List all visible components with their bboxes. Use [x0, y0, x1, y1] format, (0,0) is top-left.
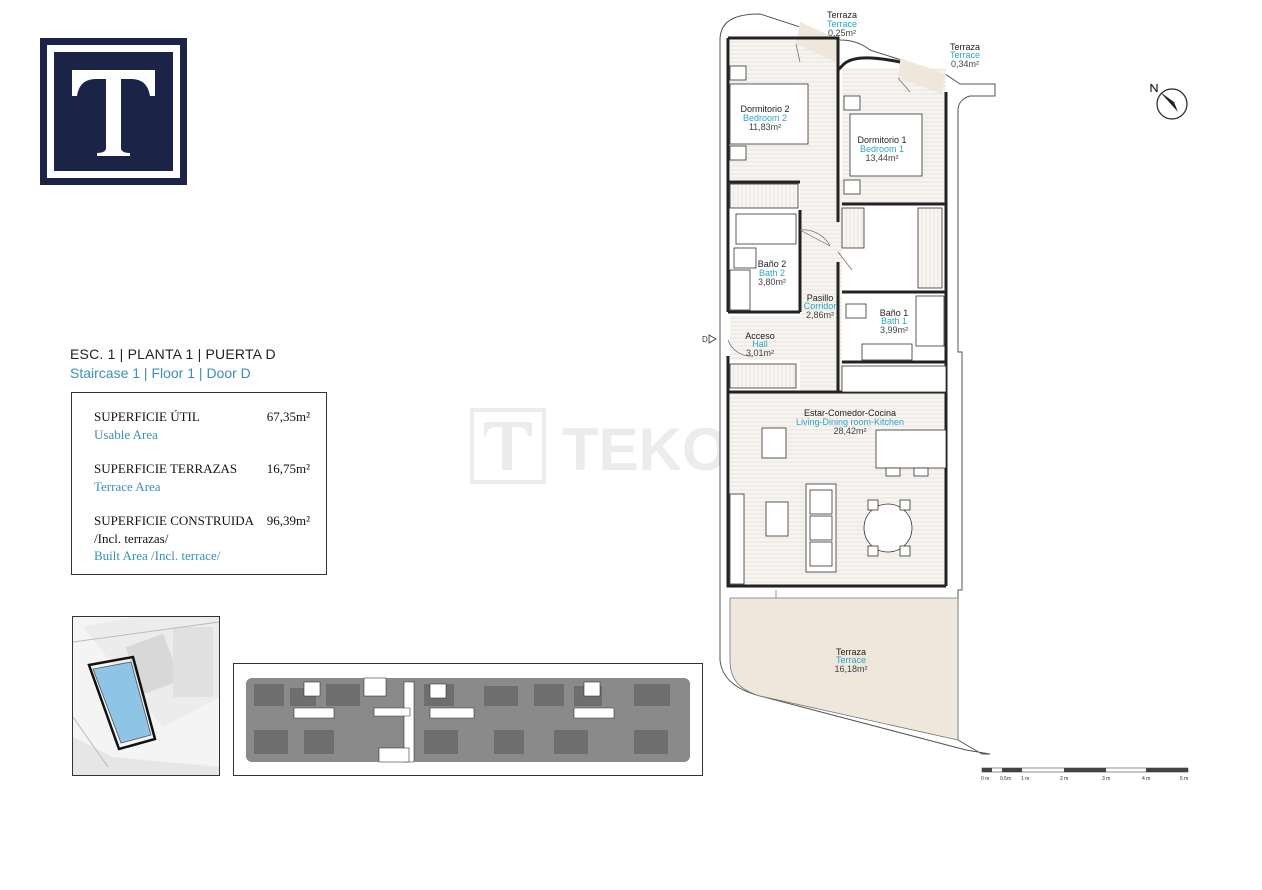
svg-text:Bath 1: Bath 1: [881, 316, 907, 326]
terrace-area-label: SUPERFICIE TERRAZAS: [94, 461, 238, 476]
label-bedroom2: Dormitorio 2 Bedroom 2 11,83m²: [740, 104, 789, 132]
label-terrace-main: Terraza Terrace 16,18m²: [834, 647, 867, 674]
svg-text:Baño 2: Baño 2: [758, 259, 787, 269]
unit-title-es: ESC. 1 | PLANTA 1 | PUERTA D: [70, 346, 276, 362]
svg-text:Estar-Comedor-Cocina: Estar-Comedor-Cocina: [804, 408, 896, 418]
brand-logo: [40, 38, 187, 185]
svg-text:Baño 1: Baño 1: [880, 308, 909, 318]
svg-text:Living-Dining room-Kitchen: Living-Dining room-Kitchen: [796, 417, 904, 427]
kitchen-cabinet: [841, 365, 947, 393]
bed-bedroom1: [849, 113, 923, 177]
label-corridor: Pasillo Corridor 2,86m²: [804, 293, 837, 320]
svg-text:Terraza: Terraza: [950, 42, 980, 52]
svg-text:16,18m²: 16,18m²: [834, 664, 867, 674]
usable-area-value: 67,35m²: [266, 409, 310, 424]
svg-text:Terrace: Terrace: [836, 655, 866, 665]
scale-tick-0: 0 m: [981, 776, 989, 782]
svg-text:0,34m²: 0,34m²: [951, 59, 979, 69]
svg-text:28,42m²: 28,42m²: [833, 426, 866, 436]
built-area-label: SUPERFICIE CONSTRUIDA: [94, 513, 254, 528]
usable-area-label-en: Usable Area: [94, 427, 158, 442]
hob: [761, 427, 787, 459]
coffee-table: [765, 501, 789, 537]
svg-text:Bath 2: Bath 2: [759, 268, 785, 278]
terrace-area-value: 16,75m²: [266, 461, 310, 476]
north-arrow-icon: [1150, 83, 1188, 120]
door-marker-label: D: [702, 335, 708, 344]
vanity-bath1: [861, 343, 913, 361]
svg-text:13,44m²: 13,44m²: [865, 153, 898, 163]
shower-bath1: [915, 295, 945, 347]
site-location-thumbnail: [72, 616, 220, 776]
svg-text:3,01m²: 3,01m²: [746, 348, 774, 358]
wardrobe-bedroom1: [917, 207, 943, 289]
watermark: TEKO: [470, 408, 729, 484]
svg-text:Pasillo: Pasillo: [807, 293, 834, 303]
svg-text:Bedroom 2: Bedroom 2: [743, 113, 787, 123]
svg-text:3,80m²: 3,80m²: [758, 277, 786, 287]
logo-field: [54, 52, 173, 171]
svg-text:Dormitorio 2: Dormitorio 2: [740, 104, 789, 114]
shower-bath2: [735, 213, 797, 245]
vanity-bath2: [729, 269, 751, 311]
svg-text:Bedroom 1: Bedroom 1: [860, 144, 904, 154]
scale-tick-6: 5 m: [1180, 776, 1188, 782]
built-area-label-2: /Incl. terrazas/: [94, 531, 169, 546]
entry-arrow-icon: [708, 334, 717, 344]
watermark-text: TEKO: [562, 416, 729, 483]
scale-tick-5: 4 m: [1142, 776, 1150, 782]
scale-tick-2: 1 m: [1021, 776, 1029, 782]
scale-tick-3: 2 m: [1060, 776, 1068, 782]
kitchen-island: [875, 429, 947, 469]
terrace-top1-floor: [796, 22, 840, 62]
svg-text:Terrace: Terrace: [950, 50, 980, 60]
built-area-value: 96,39m²: [266, 513, 310, 528]
wardrobe-corridor: [841, 207, 865, 249]
building-key-plan: [233, 663, 703, 776]
svg-text:Terrace: Terrace: [827, 19, 857, 29]
label-bath1: Baño 1 Bath 1 3,99m²: [880, 308, 909, 335]
label-living: Estar-Comedor-Cocina Living-Dining room-…: [796, 408, 904, 436]
room-hall-floor: [730, 316, 838, 360]
svg-text:Corridor: Corridor: [804, 301, 837, 311]
built-area-label-en: Built Area /Incl. terrace/: [94, 548, 221, 563]
svg-text:Dormitorio 1: Dormitorio 1: [857, 135, 906, 145]
svg-text:Hall: Hall: [752, 339, 768, 349]
label-terrace-top1: Terraza Terrace 0,25m²: [827, 10, 857, 38]
usable-area-label: SUPERFICIE ÚTIL: [94, 409, 200, 424]
surfaces-box: SUPERFICIE ÚTIL Usable Area 67,35m² SUPE…: [71, 392, 327, 575]
dining-table: [863, 503, 913, 553]
terrace-main-floor: [729, 597, 959, 741]
logo-t-icon: [72, 70, 155, 156]
svg-text:3,99m²: 3,99m²: [880, 325, 908, 335]
wardrobe-bedroom2: [729, 183, 799, 209]
bed-bedroom2: [729, 83, 809, 145]
terrace-top2-floor: [898, 58, 945, 94]
svg-text:0,25m²: 0,25m²: [828, 28, 856, 38]
floor-plan: Terraza Terrace 0,25m² Terraza Terrace 0…: [702, 10, 996, 755]
shoe-cabinet: [729, 363, 797, 389]
svg-text:Terraza: Terraza: [827, 10, 857, 20]
svg-text:Acceso: Acceso: [745, 331, 775, 341]
scale-tick-1: 0.5m: [1000, 776, 1011, 782]
label-bath2: Baño 2 Bath 2 3,80m²: [758, 259, 787, 287]
scale-tick-4: 3 m: [1102, 776, 1110, 782]
scale-bar: 0 m 0.5m 1 m 2 m 3 m 4 m 5 m: [981, 767, 1188, 782]
logo-border: [47, 45, 180, 178]
tv-unit: [729, 493, 745, 585]
svg-text:11,83m²: 11,83m²: [749, 122, 781, 132]
svg-text:2,86m²: 2,86m²: [806, 310, 834, 320]
label-hall: Acceso Hall 3,01m²: [745, 331, 775, 358]
svg-text:Terraza: Terraza: [836, 647, 866, 657]
unit-title-en: Staircase 1 | Floor 1 | Door D: [70, 365, 251, 381]
label-bedroom1: Dormitorio 1 Bedroom 1 13,44m²: [857, 135, 906, 163]
label-terrace-top2: Terraza Terrace 0,34m²: [950, 42, 980, 69]
terrace-area-label-en: Terrace Area: [94, 479, 161, 494]
